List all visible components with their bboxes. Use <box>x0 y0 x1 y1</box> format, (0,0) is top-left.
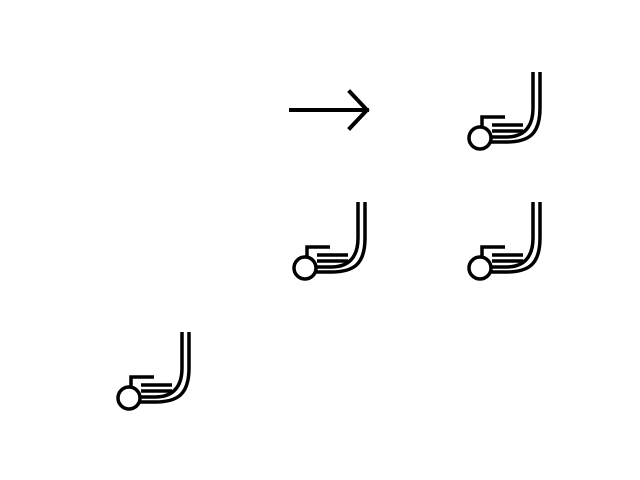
right-arrow-icon <box>280 60 380 160</box>
golf-club-ball-icon <box>104 320 204 420</box>
golf-club-ball-icon <box>455 60 555 160</box>
golf-club-ball-icon <box>455 190 555 290</box>
golf-club-ball-icon <box>280 190 380 290</box>
